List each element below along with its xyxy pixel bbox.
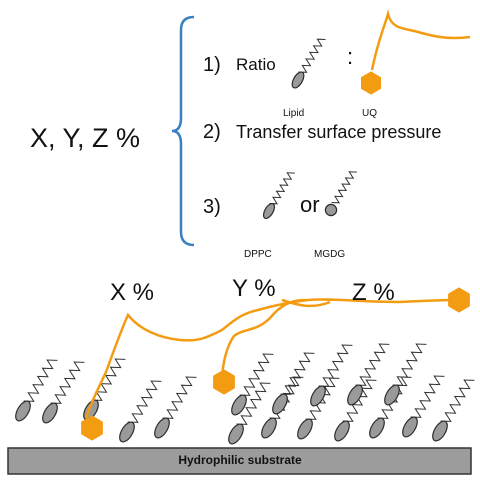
item-2-text: Transfer surface pressure — [236, 122, 442, 142]
curly-brace — [171, 15, 195, 247]
lipid-head — [262, 202, 276, 220]
lipid-head — [154, 417, 170, 439]
lipid-tail — [355, 343, 390, 386]
region-label-y: Y % — [232, 275, 276, 302]
legend-lipid-molecule — [291, 38, 326, 89]
lipid-tail — [410, 375, 445, 418]
monolayer-lipid — [15, 359, 58, 422]
uq-chain-long — [84, 298, 459, 419]
lipid-head — [334, 420, 350, 442]
substrate-label: Hydrophilic substrate — [178, 453, 302, 467]
lipid-tail — [440, 379, 475, 422]
lipid-tail — [298, 38, 326, 73]
monolayer-lipid — [297, 377, 340, 440]
or-label: or — [300, 192, 320, 217]
lipid-tail — [239, 353, 274, 396]
region-label-x: X % — [110, 279, 155, 306]
monolayer-lipid — [347, 343, 390, 406]
legend-uq-headgroup — [361, 71, 381, 95]
item-1-text: Ratio — [236, 55, 276, 74]
uq-headgroup-y — [213, 369, 235, 395]
lipid-head — [261, 417, 277, 439]
monolayer-lipid — [402, 375, 445, 438]
lipid-head — [347, 384, 363, 406]
lipid-tail — [331, 171, 357, 204]
substrate-bar — [7, 447, 472, 475]
lipid-head — [402, 416, 418, 438]
lipid-head — [119, 421, 135, 443]
lipid-head — [231, 394, 247, 416]
lipid-head — [42, 402, 58, 424]
monolayer-lipid — [384, 343, 427, 406]
region-label-z: Z % — [352, 279, 395, 306]
lipid-tail — [127, 380, 162, 423]
lipid-head — [272, 393, 288, 415]
monolayer-lipid — [42, 361, 85, 424]
lipid-tail — [23, 359, 58, 402]
lipid-head — [310, 385, 326, 407]
lipid-tail — [280, 352, 315, 395]
lipid-head — [228, 423, 244, 445]
monolayer-lipid — [310, 344, 353, 407]
dppc-molecule — [262, 172, 295, 220]
uq-headgroup-x — [81, 415, 103, 441]
monolayer-lipid — [228, 382, 271, 445]
lipid-tail — [162, 376, 197, 419]
item-3-number: 3) — [203, 196, 221, 218]
monolayer-lipid — [231, 353, 274, 416]
lipid-head — [297, 418, 313, 440]
monolayer-lipid — [154, 376, 197, 439]
uq-chain-y — [220, 298, 306, 383]
lipid-head — [324, 203, 338, 217]
item-1-number: 1) — [203, 54, 221, 76]
monolayer-lipid — [334, 379, 377, 442]
lipid-tail — [392, 343, 427, 386]
lipid-head — [291, 71, 305, 89]
dppc-label: DPPC — [244, 249, 272, 260]
monolayer-lipid — [119, 380, 162, 443]
monolayer-lipid — [272, 352, 315, 415]
lipid-head — [432, 420, 448, 442]
lipid-tail — [342, 379, 377, 422]
mgdg-molecule — [324, 171, 357, 217]
lipid-tail — [318, 344, 353, 387]
uq-chain-y-tail — [281, 298, 331, 308]
uq-chains — [81, 287, 470, 441]
lipid-tail — [269, 172, 295, 205]
item-2-number: 2) — [203, 121, 221, 143]
lipid-tail — [236, 382, 271, 425]
monolayer-lipid — [432, 379, 475, 442]
ratio-separator: : — [347, 44, 354, 69]
variables-label: X, Y, Z % — [30, 123, 141, 153]
lipid-head — [384, 384, 400, 406]
uq-label: UQ — [362, 108, 377, 119]
uq-headgroup-z — [448, 287, 470, 313]
lipid-label: Lipid — [283, 108, 305, 119]
lipid-head — [15, 400, 31, 422]
lipid-tail — [50, 361, 85, 404]
mgdg-label: MGDG — [314, 249, 346, 260]
legend-uq-chain — [370, 9, 471, 71]
lipid-head — [369, 417, 385, 439]
